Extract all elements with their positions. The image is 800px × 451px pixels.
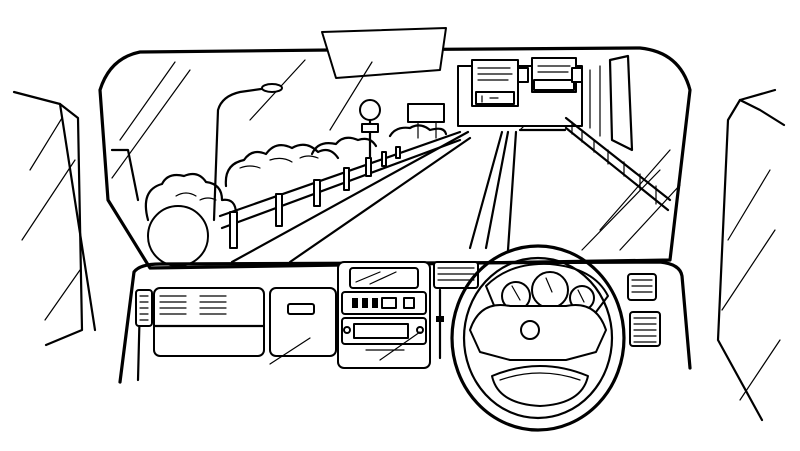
round-road-sign xyxy=(359,99,381,162)
rear-view-mirror xyxy=(321,27,447,79)
left-guardrail xyxy=(218,130,462,249)
right-air-vent xyxy=(627,273,661,347)
glovebox xyxy=(152,287,266,357)
left-air-vent xyxy=(135,289,153,327)
right-guardrail xyxy=(564,116,672,212)
roadside-trees xyxy=(144,124,448,222)
billboard xyxy=(407,103,445,139)
front-bush xyxy=(147,205,209,267)
windshield xyxy=(98,46,692,270)
road xyxy=(230,128,567,264)
dashboard-glare xyxy=(269,331,421,365)
center-air-vent xyxy=(433,261,479,360)
passenger-panel xyxy=(269,287,337,357)
overhead-gantry xyxy=(457,57,583,127)
left-door-frame xyxy=(12,90,97,347)
tall-building xyxy=(589,54,634,152)
steering-wheel xyxy=(450,244,626,432)
side-mirror-post xyxy=(110,148,140,202)
center-console xyxy=(337,261,431,369)
street-lamp xyxy=(212,83,283,222)
right-door-frame xyxy=(716,88,786,422)
